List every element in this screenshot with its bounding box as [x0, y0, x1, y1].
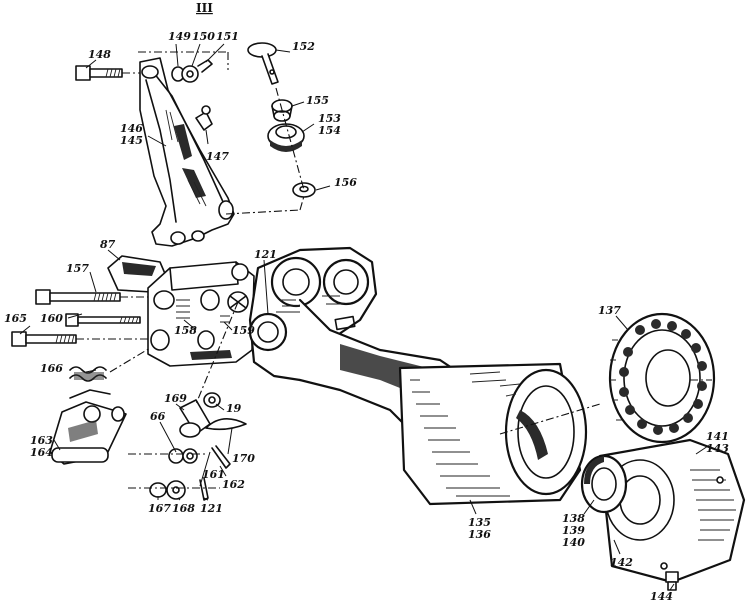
washer-nut-167-168 [149, 477, 209, 501]
washer-156 [292, 182, 316, 198]
bracket-87 [107, 255, 167, 293]
label-170: 170 [232, 452, 255, 465]
label-163: 163 [30, 434, 53, 447]
label-140: 140 [562, 536, 585, 549]
label-143: 143 [706, 442, 729, 455]
label-139: 139 [562, 524, 585, 537]
pin-152 [247, 42, 279, 85]
washer-19 [203, 392, 221, 408]
nut-washer-149-150 [138, 51, 229, 83]
label-144: 144 [650, 590, 673, 603]
label-154: 154 [318, 124, 341, 137]
bolt-160 [65, 313, 141, 327]
axle-tube-135-136 [398, 362, 588, 506]
bolt-157 [35, 289, 148, 305]
label-159: 159 [232, 324, 255, 337]
label-153: 153 [318, 112, 341, 125]
bolt-165 [11, 331, 150, 347]
label-121-bottom: 121 [200, 502, 223, 515]
label-158: 158 [174, 324, 197, 337]
label-121-top: 121 [254, 248, 277, 261]
bolt-144 [665, 571, 679, 591]
label-135: 135 [468, 516, 491, 529]
label-150: 150 [192, 30, 215, 43]
cotter-161-162 [211, 445, 231, 469]
pin-169 [179, 301, 239, 438]
bushing-153-154 [267, 123, 305, 152]
label-157: 157 [66, 262, 89, 275]
mount-block [147, 261, 255, 367]
label-156: 156 [334, 176, 357, 189]
label-147: 147 [206, 150, 229, 163]
label-151: 151 [216, 30, 239, 43]
label-162: 162 [222, 478, 245, 491]
label-152: 152 [292, 40, 315, 53]
bushing-155 [271, 99, 293, 122]
label-167: 167 [148, 502, 171, 515]
label-136: 136 [468, 528, 491, 541]
label-146: 146 [120, 122, 143, 135]
label-66: 66 [150, 410, 166, 423]
label-141: 141 [706, 430, 729, 443]
label-149: 149 [168, 30, 191, 43]
label-19: 19 [226, 402, 242, 415]
cotter-170 [205, 418, 247, 431]
view-label: III [196, 1, 213, 15]
label-166: 166 [40, 362, 63, 375]
label-137: 137 [598, 304, 621, 317]
label-87: 87 [100, 238, 116, 251]
grease-fitting-147 [195, 105, 213, 131]
bracket-145-146 [139, 57, 235, 247]
label-164: 164 [30, 446, 53, 459]
label-161: 161 [202, 468, 225, 481]
bolt-148 [75, 65, 140, 81]
bearing-137 [608, 312, 716, 444]
label-155: 155 [306, 94, 329, 107]
label-145: 145 [120, 134, 143, 147]
part-labels: 148 149 150 151 152 155 153 154 146 145 … [4, 30, 729, 603]
label-138: 138 [562, 512, 585, 525]
label-148: 148 [88, 48, 111, 61]
label-165: 165 [4, 312, 27, 325]
leader-lines [19, 43, 709, 591]
clip-163-164 [49, 389, 127, 465]
label-168: 168 [172, 502, 195, 515]
nut-66 [168, 448, 198, 464]
seal-138-140 [580, 454, 628, 514]
label-160: 160 [40, 312, 63, 325]
label-169: 169 [164, 392, 187, 405]
label-142: 142 [610, 556, 633, 569]
spring-166 [69, 347, 151, 382]
